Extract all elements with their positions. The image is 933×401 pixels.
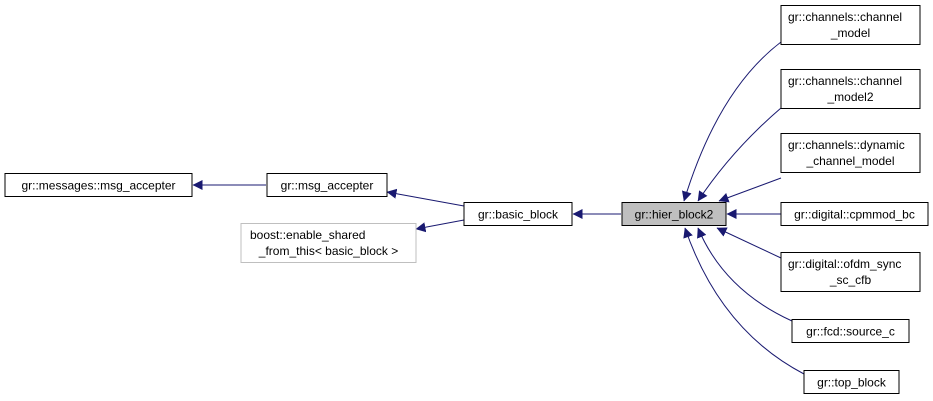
node-box <box>463 202 573 226</box>
node-label: gr::fcd::source_c <box>806 325 895 339</box>
node-label-line-2: _channel_model <box>805 154 894 168</box>
node-label: gr::messages::msg_accepter <box>21 179 175 193</box>
edge-ofdm-sync-to-hier-block2 <box>716 227 782 259</box>
node-box <box>780 133 921 173</box>
node-label: gr::digital::cpmmod_bc <box>794 208 915 222</box>
node-box <box>780 252 921 292</box>
node-label-line-1: boost::enable_shared <box>250 228 365 242</box>
node-label: gr::msg_accepter <box>281 179 374 193</box>
node-cpmmod-bc[interactable]: gr::digital::cpmmod_bc <box>780 202 929 226</box>
node-label-line-2: _model <box>830 26 870 40</box>
node-label-line-1: gr::digital::ofdm_sync <box>788 257 901 271</box>
node-box <box>621 202 727 226</box>
edge-source-c-to-hier-block2 <box>697 227 793 322</box>
node-hier-block2[interactable]: gr::hier_block2 <box>621 202 727 226</box>
node-box <box>780 69 921 109</box>
nodes: gr::messages::msg_accepter gr::msg_accep… <box>4 5 929 394</box>
node-label-line-2: _sc_cfb <box>829 273 872 287</box>
node-label: gr::basic_block <box>478 208 559 222</box>
node-label-line-2: _from_this< basic_block > <box>258 244 398 258</box>
node-msg-accepter[interactable]: gr::msg_accepter <box>266 173 388 197</box>
node-channel-model[interactable]: gr::channels::channel _model <box>780 5 921 45</box>
node-label-line-1: gr::channels::channel <box>788 74 902 88</box>
node-enable-shared-from-this: boost::enable_shared _from_this< basic_b… <box>240 223 417 263</box>
node-box <box>240 223 417 263</box>
edge-basic-block-to-enable-shared <box>415 219 465 233</box>
node-channel-model2[interactable]: gr::channels::channel _model2 <box>780 69 921 109</box>
node-messages-msg-accepter[interactable]: gr::messages::msg_accepter <box>4 173 193 197</box>
node-box <box>803 370 900 394</box>
node-box <box>4 173 193 197</box>
node-label-line-2: _model2 <box>826 90 873 104</box>
node-label-line-1: gr::channels::channel <box>788 10 902 24</box>
node-fcd-source-c[interactable]: gr::fcd::source_c <box>791 319 910 343</box>
node-ofdm-sync-sc-cfb[interactable]: gr::digital::ofdm_sync _sc_cfb <box>780 252 921 292</box>
node-top-block[interactable]: gr::top_block <box>803 370 900 394</box>
node-box <box>780 202 929 226</box>
node-dynamic-channel-model[interactable]: gr::channels::dynamic _channel_model <box>780 133 921 173</box>
edge-dynamic-channel-model-to-hier-block2 <box>718 177 782 203</box>
edge-channel-model2-to-hier-block2 <box>697 107 782 202</box>
node-label: gr::top_block <box>817 376 887 390</box>
node-label: gr::hier_block2 <box>635 208 714 222</box>
edge-top-block-to-hier-block2 <box>683 227 805 375</box>
edge-channel-model-to-hier-block2 <box>682 41 782 202</box>
node-box <box>266 173 388 197</box>
node-label-line-1: gr::channels::dynamic <box>788 138 905 152</box>
node-box <box>780 5 921 45</box>
node-box <box>791 319 910 343</box>
edges <box>192 41 805 375</box>
node-basic-block[interactable]: gr::basic_block <box>463 202 573 226</box>
edge-basic-block-to-msg-accepter <box>386 188 465 207</box>
